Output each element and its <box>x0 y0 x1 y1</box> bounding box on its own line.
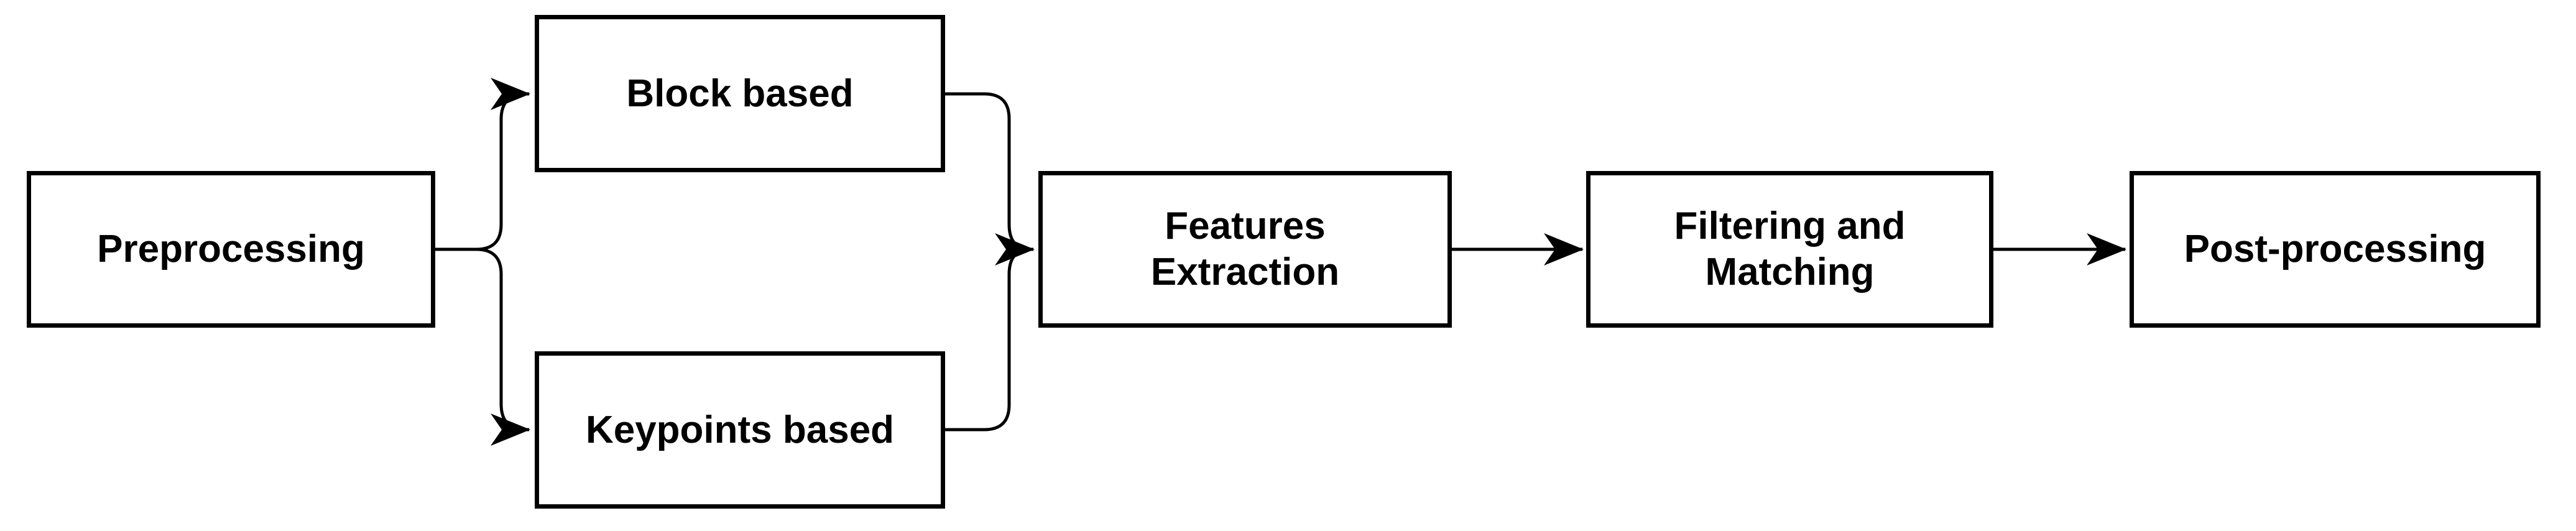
connector-block-based-to-features-extraction <box>945 92 1035 266</box>
node-preprocessing: Preprocessing <box>27 171 435 328</box>
node-filtering-matching-label-line1: Filtering and <box>1674 205 1906 247</box>
node-keypoints-based-label: Keypoints based <box>585 408 895 451</box>
node-filtering-matching-label-line2: Matching <box>1705 251 1875 293</box>
connector-keypoints-based-to-features-extraction <box>945 247 1032 432</box>
node-features-extraction: Features Extraction <box>1038 171 1452 328</box>
node-preprocessing-label: Preprocessing <box>97 228 365 270</box>
node-post-processing-label: Post-processing <box>2184 228 2486 270</box>
node-block-based: Block based <box>535 15 945 172</box>
connector-preprocessing-to-block-based <box>476 78 530 251</box>
node-filtering-matching: Filtering and Matching <box>1586 171 1993 328</box>
node-block-based-label: Block based <box>626 72 854 115</box>
node-keypoints-based: Keypoints based <box>535 351 945 509</box>
node-features-extraction-label-line2: Extraction <box>1150 251 1340 293</box>
node-post-processing: Post-processing <box>2130 171 2541 328</box>
connector-preprocessing-to-keypoints-based <box>476 247 530 446</box>
node-features-extraction-label-line1: Features <box>1165 205 1326 247</box>
